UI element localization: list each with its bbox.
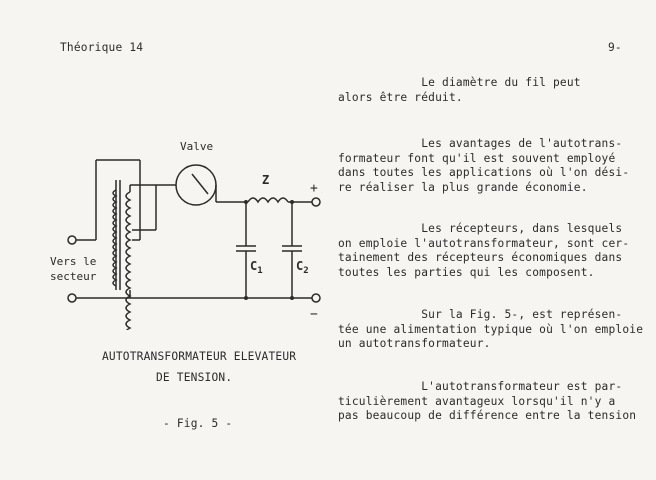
output-terminal-plus: [311, 197, 321, 207]
paragraph-line: formateur font qu'il est souvent employé: [338, 151, 616, 165]
paragraph-line: Le diamètre du fil peut: [338, 76, 581, 89]
junction-dot: [290, 296, 294, 300]
label-c2: C2: [296, 259, 309, 276]
page-header-left: Théorique 14: [60, 41, 144, 54]
page-number: 9-: [608, 41, 622, 54]
secondary-coil: [112, 189, 118, 287]
figure-number: - Fig. 5 -: [163, 417, 233, 430]
paragraph-line: L'autotransformateur est par-: [338, 380, 623, 393]
paragraph-line: toutes les parties qui les composent.: [338, 265, 595, 279]
paragraph-line: dans toutes les applications où l'on dés…: [338, 166, 630, 179]
paragraph-2: Les avantages de l'autotrans- formateur …: [338, 137, 638, 195]
input-terminal-top: [67, 235, 77, 245]
autotransformer-coil: [125, 191, 132, 330]
label-minus: −: [310, 307, 318, 322]
paragraph-line: pas beaucoup de différence entre la tens…: [338, 409, 637, 422]
valve-tube: [175, 164, 217, 206]
label-c2-main: C: [296, 259, 303, 273]
paragraph-line: alors être réduit.: [338, 90, 463, 104]
transformer-core: [115, 180, 121, 290]
paragraph-3: Les récepteurs, dans lesquels on emploie…: [338, 222, 638, 280]
paragraph-line: Les avantages de l'autotrans-: [338, 137, 623, 150]
circuit-diagram: Valve Z + − C1 C2 Vers le secteur: [50, 140, 321, 330]
paragraph-line: tainement des récepteurs économiques dan…: [338, 251, 623, 264]
paragraph-line: ticulièrement avantageux lorsqu'il n'y a: [338, 394, 616, 408]
label-vers-line1: Vers le: [50, 255, 96, 268]
choke-coil-z: [247, 197, 289, 204]
paragraph-line: tée une alimentation typique où l'on emp…: [338, 322, 644, 336]
label-vers-line2: secteur: [50, 270, 97, 283]
label-valve: Valve: [180, 140, 213, 153]
junction-dot: [244, 296, 248, 300]
paragraph-line: Les récepteurs, dans lesquels: [338, 222, 623, 235]
figure-caption-line-1: AUTOTRANSFORMATEUR ELEVATEUR: [102, 350, 297, 363]
junction-dot: [290, 200, 294, 204]
paragraph-line: re réaliser la plus grande économie.: [338, 180, 588, 194]
paragraph-line: un autotransformateur.: [338, 337, 491, 350]
input-terminal-bottom: [67, 293, 77, 303]
paragraph-line: on emploie l'autotransformateur, sont ce…: [338, 236, 630, 250]
paragraph-5: L'autotransformateur est par- ticulièrem…: [338, 380, 638, 424]
valve-anode: [191, 173, 209, 195]
label-c2-sub: 2: [303, 266, 308, 276]
paragraph-4: Sur la Fig. 5-, est représen- tée une al…: [338, 308, 644, 352]
label-c1-main: C: [250, 259, 257, 273]
label-z: Z: [262, 173, 269, 187]
label-c1-sub: 1: [257, 266, 262, 276]
output-terminal-minus: [311, 293, 321, 303]
paragraph-1: Le diamètre du fil peut alors être rédui…: [338, 76, 638, 105]
figure-caption-line-2: DE TENSION.: [156, 371, 233, 384]
paragraph-line: Sur la Fig. 5-, est représen-: [338, 308, 623, 321]
label-c1: C1: [250, 259, 263, 276]
junction-dot: [244, 200, 248, 204]
label-plus: +: [310, 181, 318, 196]
